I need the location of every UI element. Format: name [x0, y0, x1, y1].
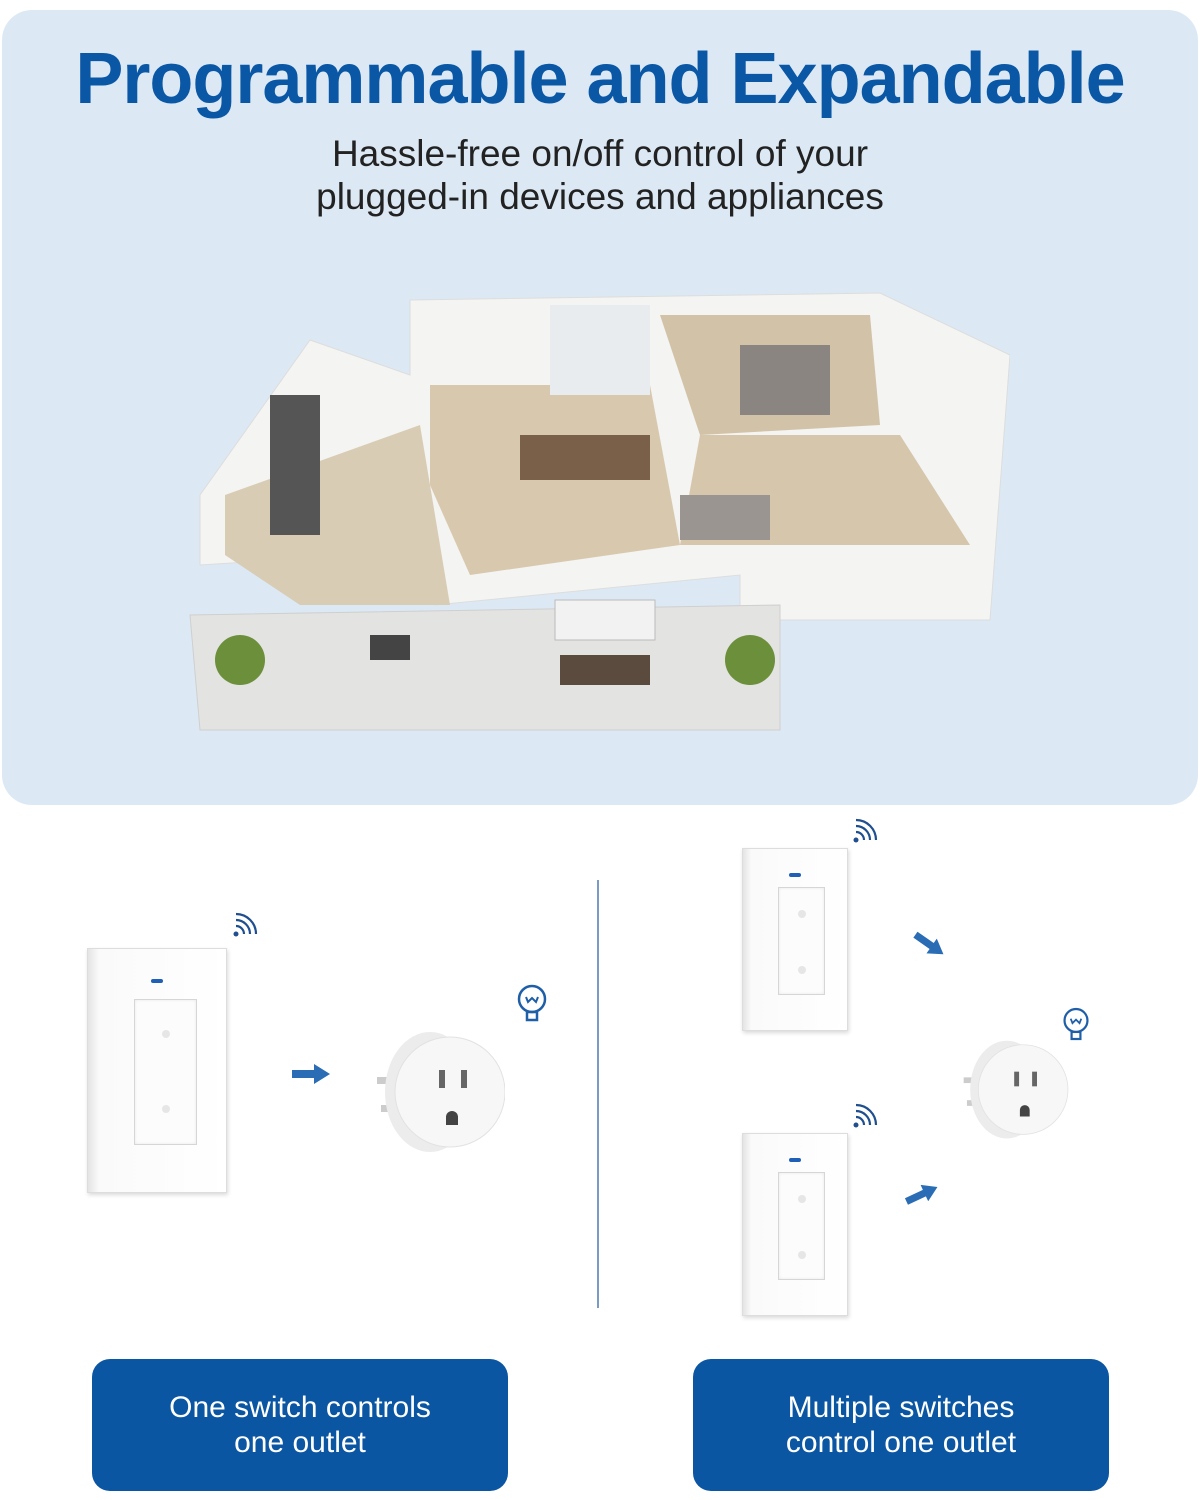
caption-line-1: Multiple switches — [787, 1391, 1015, 1424]
section-divider — [597, 880, 599, 1308]
page-subtitle: Hassle-free on/off control of your plugg… — [0, 132, 1200, 218]
light-bulb-icon — [1061, 1007, 1091, 1046]
subtitle-line-1: Hassle-free on/off control of your — [331, 133, 869, 174]
caption-multiple-switches-one-outlet: Multiple switches control one outlet — [693, 1359, 1109, 1491]
caption-one-switch-one-outlet: One switch controls one outlet — [92, 1359, 508, 1491]
wifi-signal-icon — [232, 912, 260, 943]
smart-plug — [963, 1040, 1069, 1139]
caption-line-2: one outlet — [234, 1426, 366, 1459]
light-bulb-icon — [515, 984, 549, 1027]
arrow-right-icon — [292, 1064, 330, 1089]
subtitle-line-2: plugged-in devices and appliances — [316, 176, 884, 217]
wifi-signal-icon — [852, 1103, 880, 1134]
wall-switch-bottom — [742, 1133, 848, 1316]
page-title: Programmable and Expandable — [75, 39, 1125, 119]
floor-plan-illustration — [189, 292, 1010, 731]
wifi-signal-icon — [852, 818, 880, 849]
arrow-up-right-icon — [902, 1178, 944, 1214]
arrow-down-right-icon — [907, 927, 950, 966]
wall-switch — [87, 948, 227, 1193]
wall-switch-top — [742, 848, 848, 1031]
caption-line-2: control one outlet — [785, 1426, 1017, 1459]
caption-line-1: One switch controls — [169, 1391, 431, 1424]
smart-plug — [377, 1032, 505, 1152]
